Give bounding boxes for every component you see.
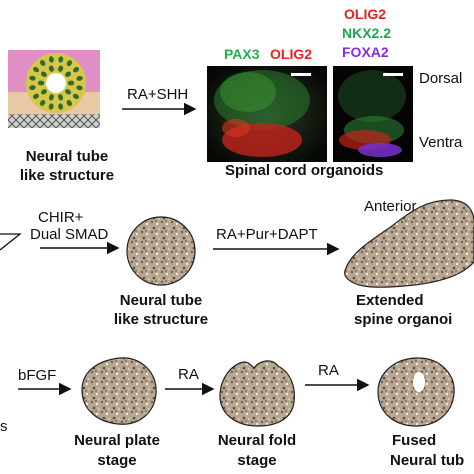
arrow-label-bfgf: bFGF [18, 367, 57, 384]
rosette-cell [29, 85, 36, 91]
rosette-cell [48, 56, 54, 63]
rosette-cell [29, 75, 36, 81]
scale-bar-1 [291, 73, 311, 76]
panel1-marker-olig2: OLIG2 [270, 46, 313, 62]
spinal-cord-organoids-label: Spinal cord organoids [225, 162, 384, 179]
row2-stage2-label-line1: Extended [356, 292, 424, 309]
ventral-label: Ventra [419, 134, 463, 151]
panel1-marker-pax3: PAX3 [224, 46, 260, 62]
rosette-cell [73, 67, 79, 73]
rosette-cell [48, 103, 54, 110]
rosette-cell [40, 71, 47, 77]
row3-stage1-label-line1: Neural plate [74, 432, 160, 449]
rosette-cell [65, 71, 72, 77]
rosette-cell [65, 89, 72, 95]
rosette-cell [76, 75, 83, 81]
row3-stage2-label-line1: Neural fold [217, 432, 297, 449]
rosette-lumen [46, 73, 66, 93]
fluorescence-panel-2 [333, 66, 413, 162]
arrow-label-ra-2: RA [318, 362, 339, 379]
row3-stage2-label-line2: stage [237, 452, 277, 469]
pax3-signal [214, 70, 310, 130]
row1-structure-label-line1: Neural tube [25, 148, 109, 165]
fused-neural-tube-organoid [377, 357, 455, 427]
scale-bar-2 [383, 73, 403, 76]
row3-left-cut-label: s [0, 418, 8, 435]
arrow-label-ra-1: RA [178, 366, 199, 383]
fluorescence-panel-1 [207, 66, 327, 162]
neural-fold-organoid [219, 360, 295, 427]
arrow-label-chir: CHIR+ [38, 209, 84, 226]
rosette-cell [48, 65, 54, 72]
rosette [26, 53, 86, 113]
row3-stage1-label-line2: stage [97, 452, 137, 469]
rosette-cell [40, 89, 47, 95]
panel2-marker-nkx22: NKX2.2 [342, 25, 392, 41]
row2-stage1-label-line2: like structure [113, 311, 209, 328]
neural-tube-organoid [126, 216, 196, 286]
arrow-label-dual-smad: Dual SMAD [30, 226, 109, 243]
foxa2-signal [358, 143, 402, 157]
anterior-label: Anterior [364, 198, 417, 215]
dorsal-label: Dorsal [419, 70, 463, 87]
rosette-cell [39, 99, 46, 106]
membrane-layer [8, 114, 100, 128]
rosette-cell [40, 60, 46, 66]
rosette-cell [67, 80, 75, 86]
arrow-label-ra-shh: RA+SHH [127, 86, 189, 103]
row3-stage3-label-line1: Fused [392, 432, 437, 449]
rosette-cell [66, 60, 73, 67]
row1-structure-label-line2: like structure [19, 167, 115, 184]
panel2-marker-foxa2: FOXA2 [342, 44, 389, 60]
rosette-cell [58, 94, 64, 101]
rosette-cell [72, 93, 79, 100]
rosette-cell [66, 100, 72, 106]
left-cut-shape-row2 [0, 233, 22, 251]
row3-stage3-label-line2: Neural tub [390, 452, 465, 469]
rosette-cell [58, 56, 64, 63]
neural-plate-organoid [81, 357, 157, 425]
row2-stage1-label-line1: Neural tube [119, 292, 203, 309]
neural-tube-illustration [8, 50, 100, 128]
rosette-cell [58, 103, 64, 110]
rosette-cell [33, 93, 39, 99]
fused-lumen [413, 372, 425, 392]
extended-spine-organoid [344, 199, 474, 288]
rosette-cell [48, 94, 54, 101]
rosette-cell [33, 66, 40, 73]
rosette-cell [76, 85, 83, 91]
panel2-marker-olig2: OLIG2 [344, 6, 387, 22]
row2-stage2-label-line2: spine organoi [354, 311, 453, 328]
rosette-cell [58, 65, 64, 72]
rosette-cell [37, 80, 45, 86]
arrow-label-ra-pur-dapt: RA+Pur+DAPT [216, 226, 318, 243]
